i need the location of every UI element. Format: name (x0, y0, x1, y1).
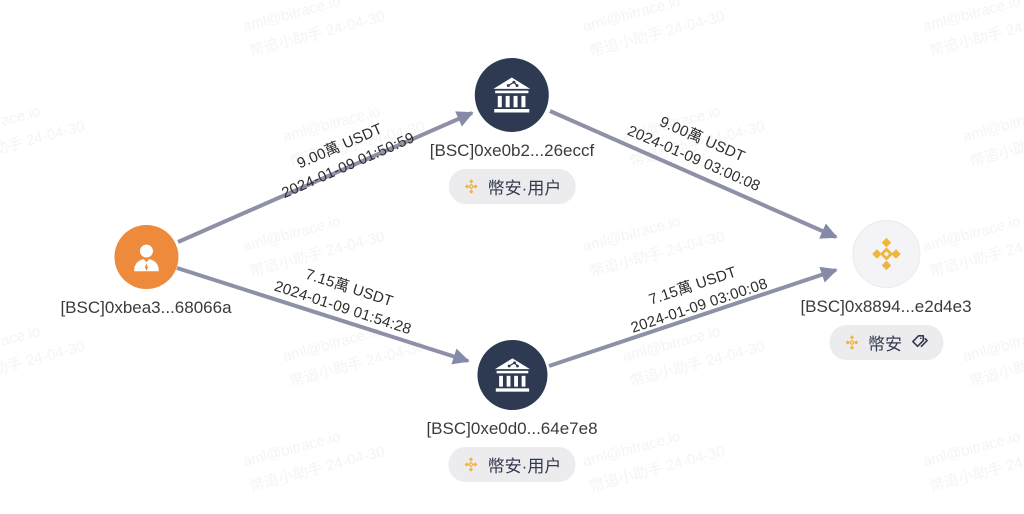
binance-icon (464, 179, 478, 194)
binance-icon (464, 457, 478, 472)
node-address: [BSC]0xe0b2...26eccf (429, 141, 595, 160)
edge-line-midtop-to-exchange[interactable] (549, 109, 838, 239)
bank-icon (494, 358, 530, 392)
binance-icon (845, 335, 858, 350)
person-node-bubble[interactable] (113, 225, 178, 289)
node-address: [BSC]0xe0d0...64e7e8 (426, 419, 598, 438)
bank-node-bubble[interactable] (475, 58, 549, 132)
bank-icon (493, 77, 531, 113)
person-icon (133, 244, 159, 272)
edge-line-source-to-midtop[interactable] (177, 111, 474, 244)
bank-node-bubble[interactable] (476, 340, 547, 410)
node-mid-top: [BSC]0xe0b2...26eccf 幣安·用户 (430, 58, 594, 204)
entity-badge: 幣安·用户 (448, 169, 576, 204)
entity-badge: 幣安·用户 (448, 447, 576, 482)
tags-icon (911, 335, 928, 348)
binance-logo-icon (871, 237, 901, 271)
edge-line-source-to-midbottom[interactable] (176, 266, 470, 365)
node-address: [BSC]0x8894...e2d4e3 (800, 297, 972, 316)
node-exchange: [BSC]0x8894...e2d4e3 幣安 (800, 220, 972, 360)
node-address: [BSC]0xbea3...68066a (60, 298, 232, 317)
entity-badge-label: 幣安 (867, 335, 902, 354)
binance-node-bubble[interactable] (851, 220, 920, 288)
entity-badge-label: 幣安·用户 (487, 457, 562, 476)
node-mid-bottom: [BSC]0xe0d0...64e7e8 幣安·用户 (426, 340, 598, 482)
node-source: [BSC]0xbea3...68066a (60, 225, 232, 318)
entity-badge: 幣安 (828, 325, 943, 360)
edge-line-midbottom-to-exchange[interactable] (548, 266, 838, 368)
entity-badge-label: 幣安·用户 (487, 179, 562, 198)
